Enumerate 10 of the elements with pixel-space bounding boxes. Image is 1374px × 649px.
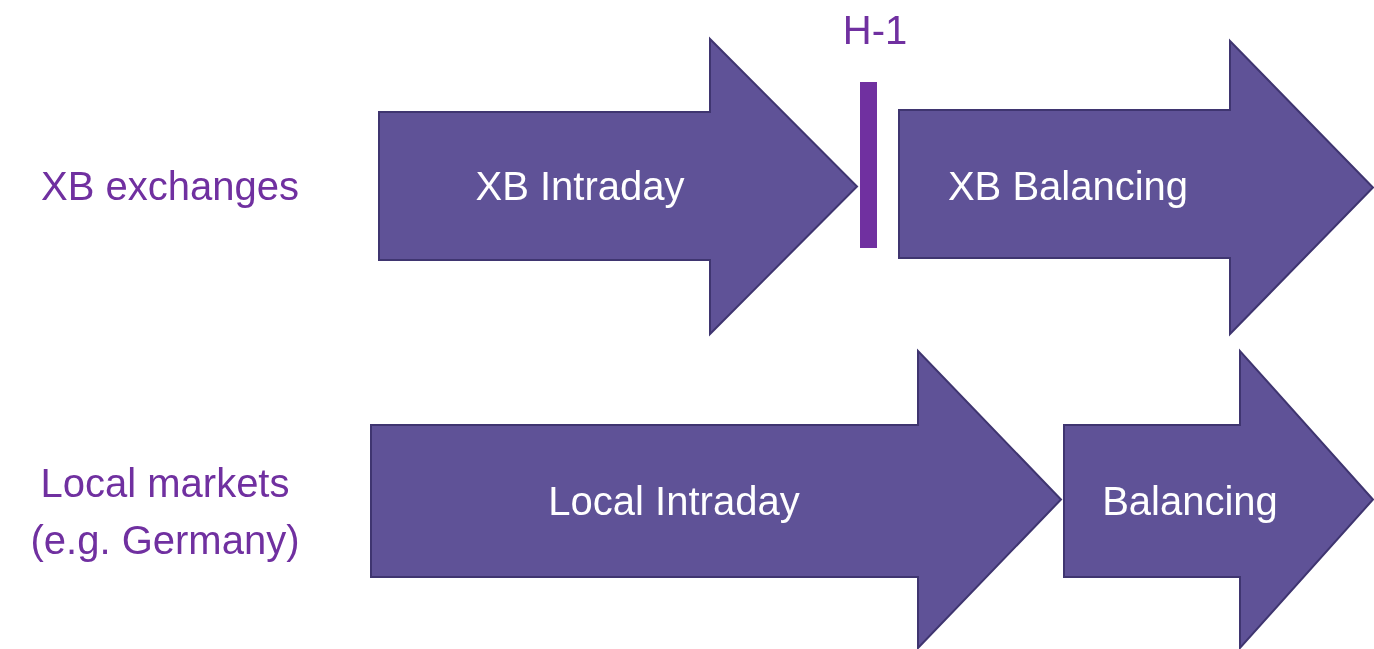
time-label: H-1 <box>841 7 909 54</box>
row-label: XB exchanges <box>40 163 300 210</box>
phase-label: XB Balancing <box>947 163 1189 209</box>
timeline-phase <box>370 350 1062 649</box>
phase-label: Local Intraday <box>548 478 800 524</box>
timeline-phase <box>1063 350 1374 649</box>
phase-label: XB Intraday <box>475 163 685 209</box>
phase-label: Balancing <box>1102 478 1278 524</box>
row-label: Local markets (e.g. Germany) <box>29 460 301 564</box>
deadline-marker <box>860 82 877 248</box>
